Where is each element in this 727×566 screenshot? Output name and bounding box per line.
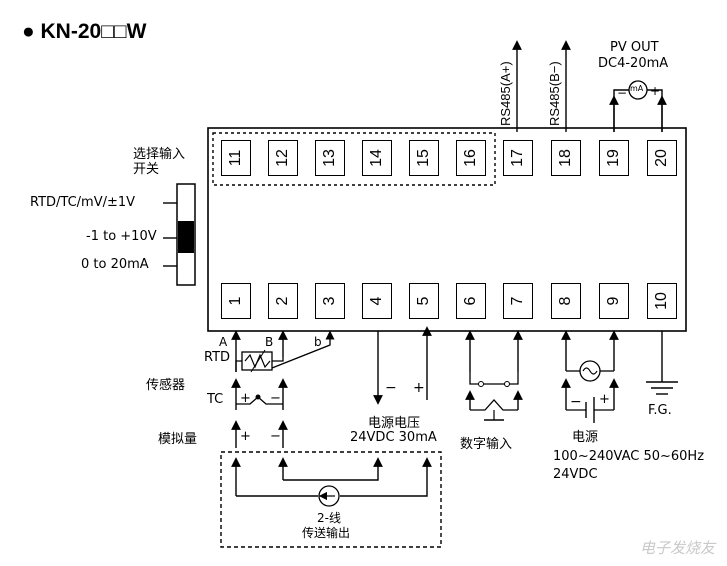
terminal-block-body: [207, 127, 687, 332]
battery-plus: +: [599, 392, 610, 407]
rs485-a-label: RS485(A+): [498, 61, 513, 126]
terminal-12: 12: [268, 140, 298, 176]
psu-out-label: 电源电压: [368, 416, 421, 431]
analog-label: 模拟量: [158, 432, 198, 447]
psu-out-value: 24VDC 30mA: [350, 430, 437, 445]
terminal-1: 1: [221, 283, 251, 319]
power-ac-spec: 100~240VAC 50~60Hz: [553, 449, 705, 464]
analog-minus: −: [270, 429, 281, 444]
psu-out-minus: −: [385, 380, 397, 396]
pv-out-label: PV OUT: [610, 40, 659, 55]
terminal-17: 17: [503, 140, 533, 176]
two-wire-output-label: 传送输出: [302, 526, 351, 540]
digital-input-label: 数字输入: [460, 437, 513, 452]
power-dc-spec: 24VDC: [553, 467, 598, 482]
tc-label: TC: [207, 392, 224, 407]
terminal-b-label: B: [265, 335, 274, 349]
terminal-3: 3: [315, 283, 345, 319]
pv-out-plus: +: [650, 84, 661, 98]
terminal-19: 19: [599, 140, 629, 176]
pv-out-range: DC4-20mA: [598, 56, 669, 71]
watermark-logo: 电子发烧友: [639, 539, 715, 557]
terminal-4: 4: [362, 283, 392, 319]
terminal-a-label: A: [219, 335, 228, 349]
terminal-16: 16: [456, 140, 486, 176]
tc-plus: +: [240, 391, 251, 406]
switch-option-rtd: RTD/TC/mV/±1V: [30, 195, 136, 210]
transistor-icon: [470, 399, 518, 411]
analog-plus: +: [240, 429, 251, 444]
select-input-label: 选择输入: [133, 147, 186, 162]
select-input-label-2: 开关: [133, 162, 160, 177]
model-title: ● KN-20□□W: [22, 20, 147, 43]
ma-meter-icon: [628, 80, 648, 100]
terminal-9: 9: [599, 283, 629, 319]
frame-ground-label: F.G.: [648, 403, 672, 418]
two-wire-label: 2-线: [317, 511, 341, 525]
psu-out-plus: +: [413, 380, 425, 396]
terminal-13: 13: [315, 140, 345, 176]
power-label: 电源: [572, 430, 599, 445]
tc-minus: −: [270, 391, 281, 406]
rs485-b-label: RS485(B−): [547, 61, 562, 126]
sensor-label: 传感器: [146, 378, 186, 393]
terminal-lower-b-label: b: [314, 335, 322, 349]
terminal-6: 6: [456, 283, 486, 319]
ma-meter-label: mA: [630, 84, 644, 93]
switch-option-10v: -1 to +10V: [86, 229, 157, 244]
terminal-2: 2: [268, 283, 298, 319]
terminal-14: 14: [362, 140, 392, 176]
switch-contact-icon: [469, 372, 519, 385]
terminal-8: 8: [551, 283, 581, 319]
pv-out-minus: −: [617, 86, 628, 100]
selector-switch-knob: [178, 221, 194, 253]
input-select-group-box: [212, 132, 496, 186]
terminal-11: 11: [221, 140, 251, 176]
terminal-18: 18: [551, 140, 581, 176]
terminal-20: 20: [647, 140, 677, 176]
rtd-label: RTD: [204, 350, 231, 365]
battery-minus: −: [570, 394, 582, 410]
terminal-5: 5: [409, 283, 439, 319]
terminal-7: 7: [503, 283, 533, 319]
two-wire-transmitter-box: [220, 451, 442, 548]
terminal-15: 15: [409, 140, 439, 176]
terminal-10: 10: [647, 283, 677, 319]
switch-option-20ma: 0 to 20mA: [81, 257, 149, 272]
